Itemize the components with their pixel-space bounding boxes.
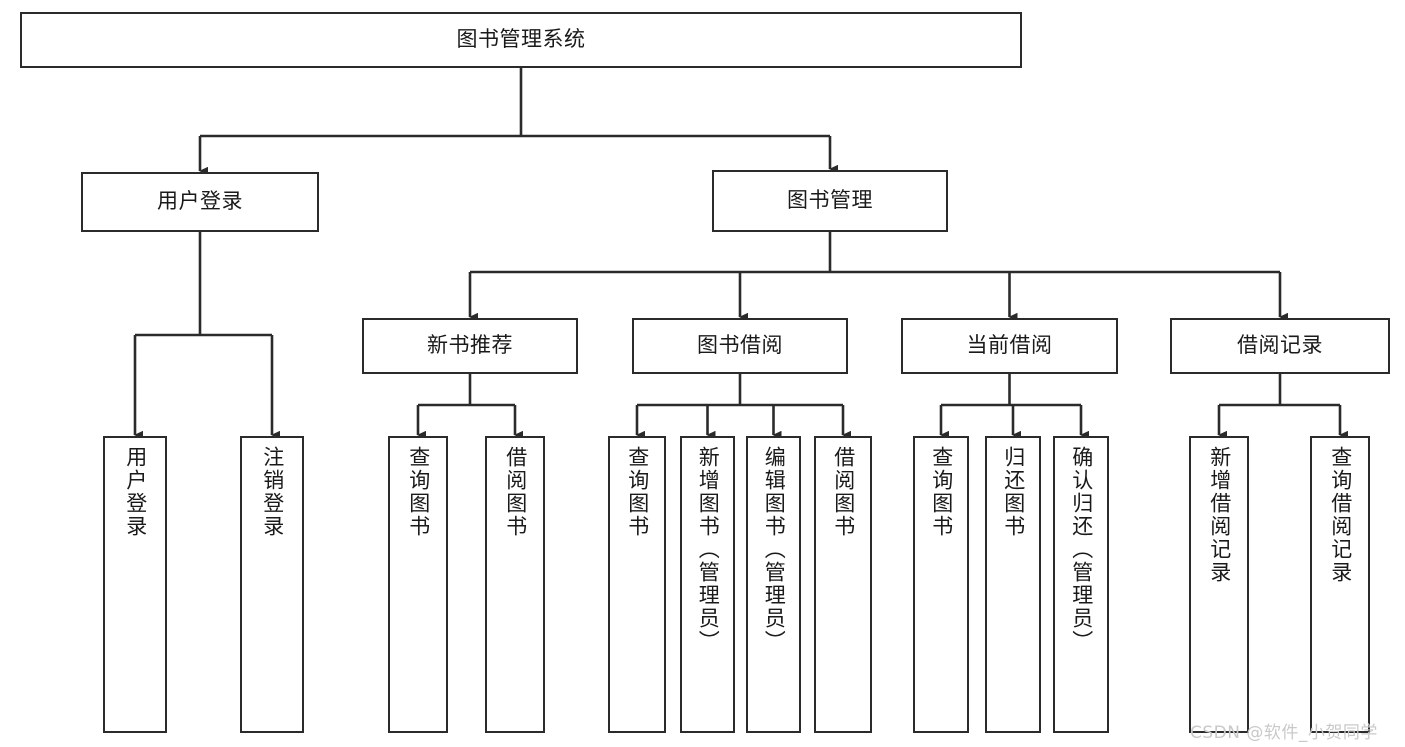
node-leaf11[interactable]: 确认归还（管理员） — [1053, 436, 1109, 733]
edge-paths — [133, 68, 1348, 440]
node-label: 确认归还（管理员） — [1069, 446, 1094, 653]
node-label: 归还图书 — [1001, 446, 1026, 538]
node-leaf10[interactable]: 归还图书 — [985, 436, 1041, 733]
node-leaf1[interactable]: 用户登录 — [103, 436, 167, 733]
node-root[interactable]: 图书管理系统 — [20, 12, 1022, 68]
node-label: 查询图书 — [929, 446, 954, 538]
node-leaf6[interactable]: 新增图书（管理员） — [680, 436, 735, 733]
node-leaf4[interactable]: 借阅图书 — [485, 436, 545, 733]
node-leaf3[interactable]: 查询图书 — [388, 436, 448, 733]
node-label: 当前借阅 — [966, 333, 1053, 358]
node-label: 新书推荐 — [427, 333, 513, 358]
node-label: 借阅图书 — [503, 446, 528, 538]
node-label: 新增借阅记录 — [1207, 446, 1232, 584]
node-label: 查询借阅记录 — [1328, 446, 1353, 584]
node-borrow[interactable]: 图书借阅 — [632, 318, 848, 374]
node-leaf2[interactable]: 注销登录 — [240, 436, 304, 733]
node-label: 注销登录 — [260, 446, 285, 538]
node-label: 用户登录 — [157, 189, 243, 214]
node-current[interactable]: 当前借阅 — [901, 318, 1118, 374]
node-label: 借阅图书 — [831, 446, 856, 538]
node-leaf9[interactable]: 查询图书 — [913, 436, 969, 733]
node-newbook[interactable]: 新书推荐 — [362, 318, 578, 374]
node-leaf13[interactable]: 查询借阅记录 — [1310, 436, 1370, 733]
node-leaf5[interactable]: 查询图书 — [608, 436, 666, 733]
node-label: 新增图书（管理员） — [696, 446, 721, 653]
watermark: CSDN @软件_小贺同学 — [1190, 723, 1378, 743]
node-label: 用户登录 — [123, 446, 148, 538]
node-login[interactable]: 用户登录 — [81, 172, 319, 232]
node-label: 编辑图书（管理员） — [762, 446, 787, 653]
node-bookmgmt[interactable]: 图书管理 — [712, 170, 948, 232]
node-label: 图书管理 — [787, 188, 873, 213]
node-label: 图书借阅 — [697, 333, 783, 358]
node-record[interactable]: 借阅记录 — [1170, 318, 1390, 374]
node-label: 查询图书 — [625, 446, 650, 538]
node-label: 查询图书 — [406, 446, 431, 538]
node-label: 借阅记录 — [1237, 333, 1323, 358]
node-label: 图书管理系统 — [456, 27, 586, 52]
node-leaf7[interactable]: 编辑图书（管理员） — [746, 436, 801, 733]
node-leaf8[interactable]: 借阅图书 — [814, 436, 872, 733]
node-leaf12[interactable]: 新增借阅记录 — [1189, 436, 1249, 733]
